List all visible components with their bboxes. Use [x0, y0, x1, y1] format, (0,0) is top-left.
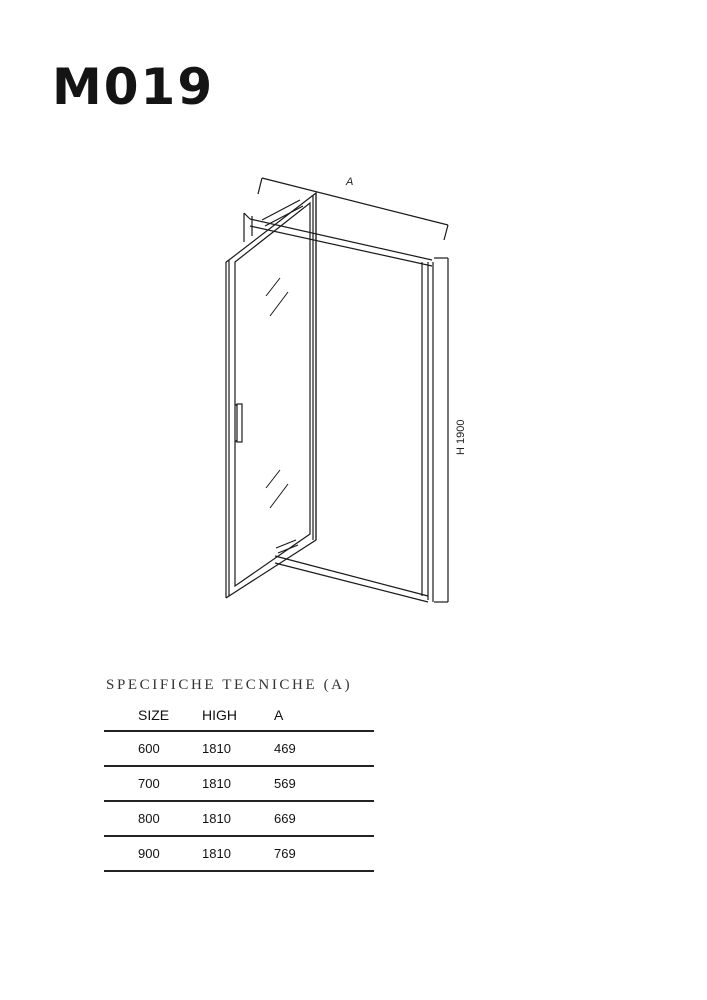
- cell-size: 700: [104, 766, 202, 802]
- cell-high: 1810: [202, 801, 274, 837]
- cell-high: 1810: [202, 836, 274, 872]
- table-row: 600 1810 469: [104, 731, 374, 767]
- dimension-a-label: A: [346, 176, 354, 188]
- cell-a: 669: [274, 801, 374, 837]
- cell-high: 1810: [202, 766, 274, 802]
- cell-a: 769: [274, 836, 374, 872]
- column-header-high: HIGH: [202, 700, 274, 732]
- cell-a: 469: [274, 731, 374, 767]
- table-row: 800 1810 669: [104, 801, 374, 837]
- column-header-a: A: [274, 700, 374, 732]
- cell-size: 900: [104, 836, 202, 872]
- table-header-row: SIZE HIGH A: [104, 700, 374, 732]
- cell-high: 1810: [202, 731, 274, 767]
- shower-door-drawing: [225, 177, 449, 603]
- dimension-h-label: H 1900: [455, 419, 467, 455]
- hinges: [261, 199, 304, 554]
- top-rail: [243, 212, 433, 267]
- door-handle: [234, 403, 243, 443]
- cell-size: 600: [104, 731, 202, 767]
- glass-reflections: [265, 277, 289, 509]
- table-row: 700 1810 569: [104, 766, 374, 802]
- dimension-h-line: [434, 257, 449, 603]
- cell-a: 569: [274, 766, 374, 802]
- table-row: 900 1810 769: [104, 836, 374, 872]
- cell-size: 800: [104, 801, 202, 837]
- column-header-size: SIZE: [104, 700, 202, 732]
- pivot-door: [225, 191, 317, 599]
- specs-table: SIZE HIGH A 600 1810 469 700 1810 569 80…: [104, 700, 374, 872]
- specs-heading: SPECIFICHE TECNICHE (A): [106, 677, 353, 693]
- product-code-title: M019: [52, 58, 215, 116]
- dimension-a-line: [257, 177, 449, 241]
